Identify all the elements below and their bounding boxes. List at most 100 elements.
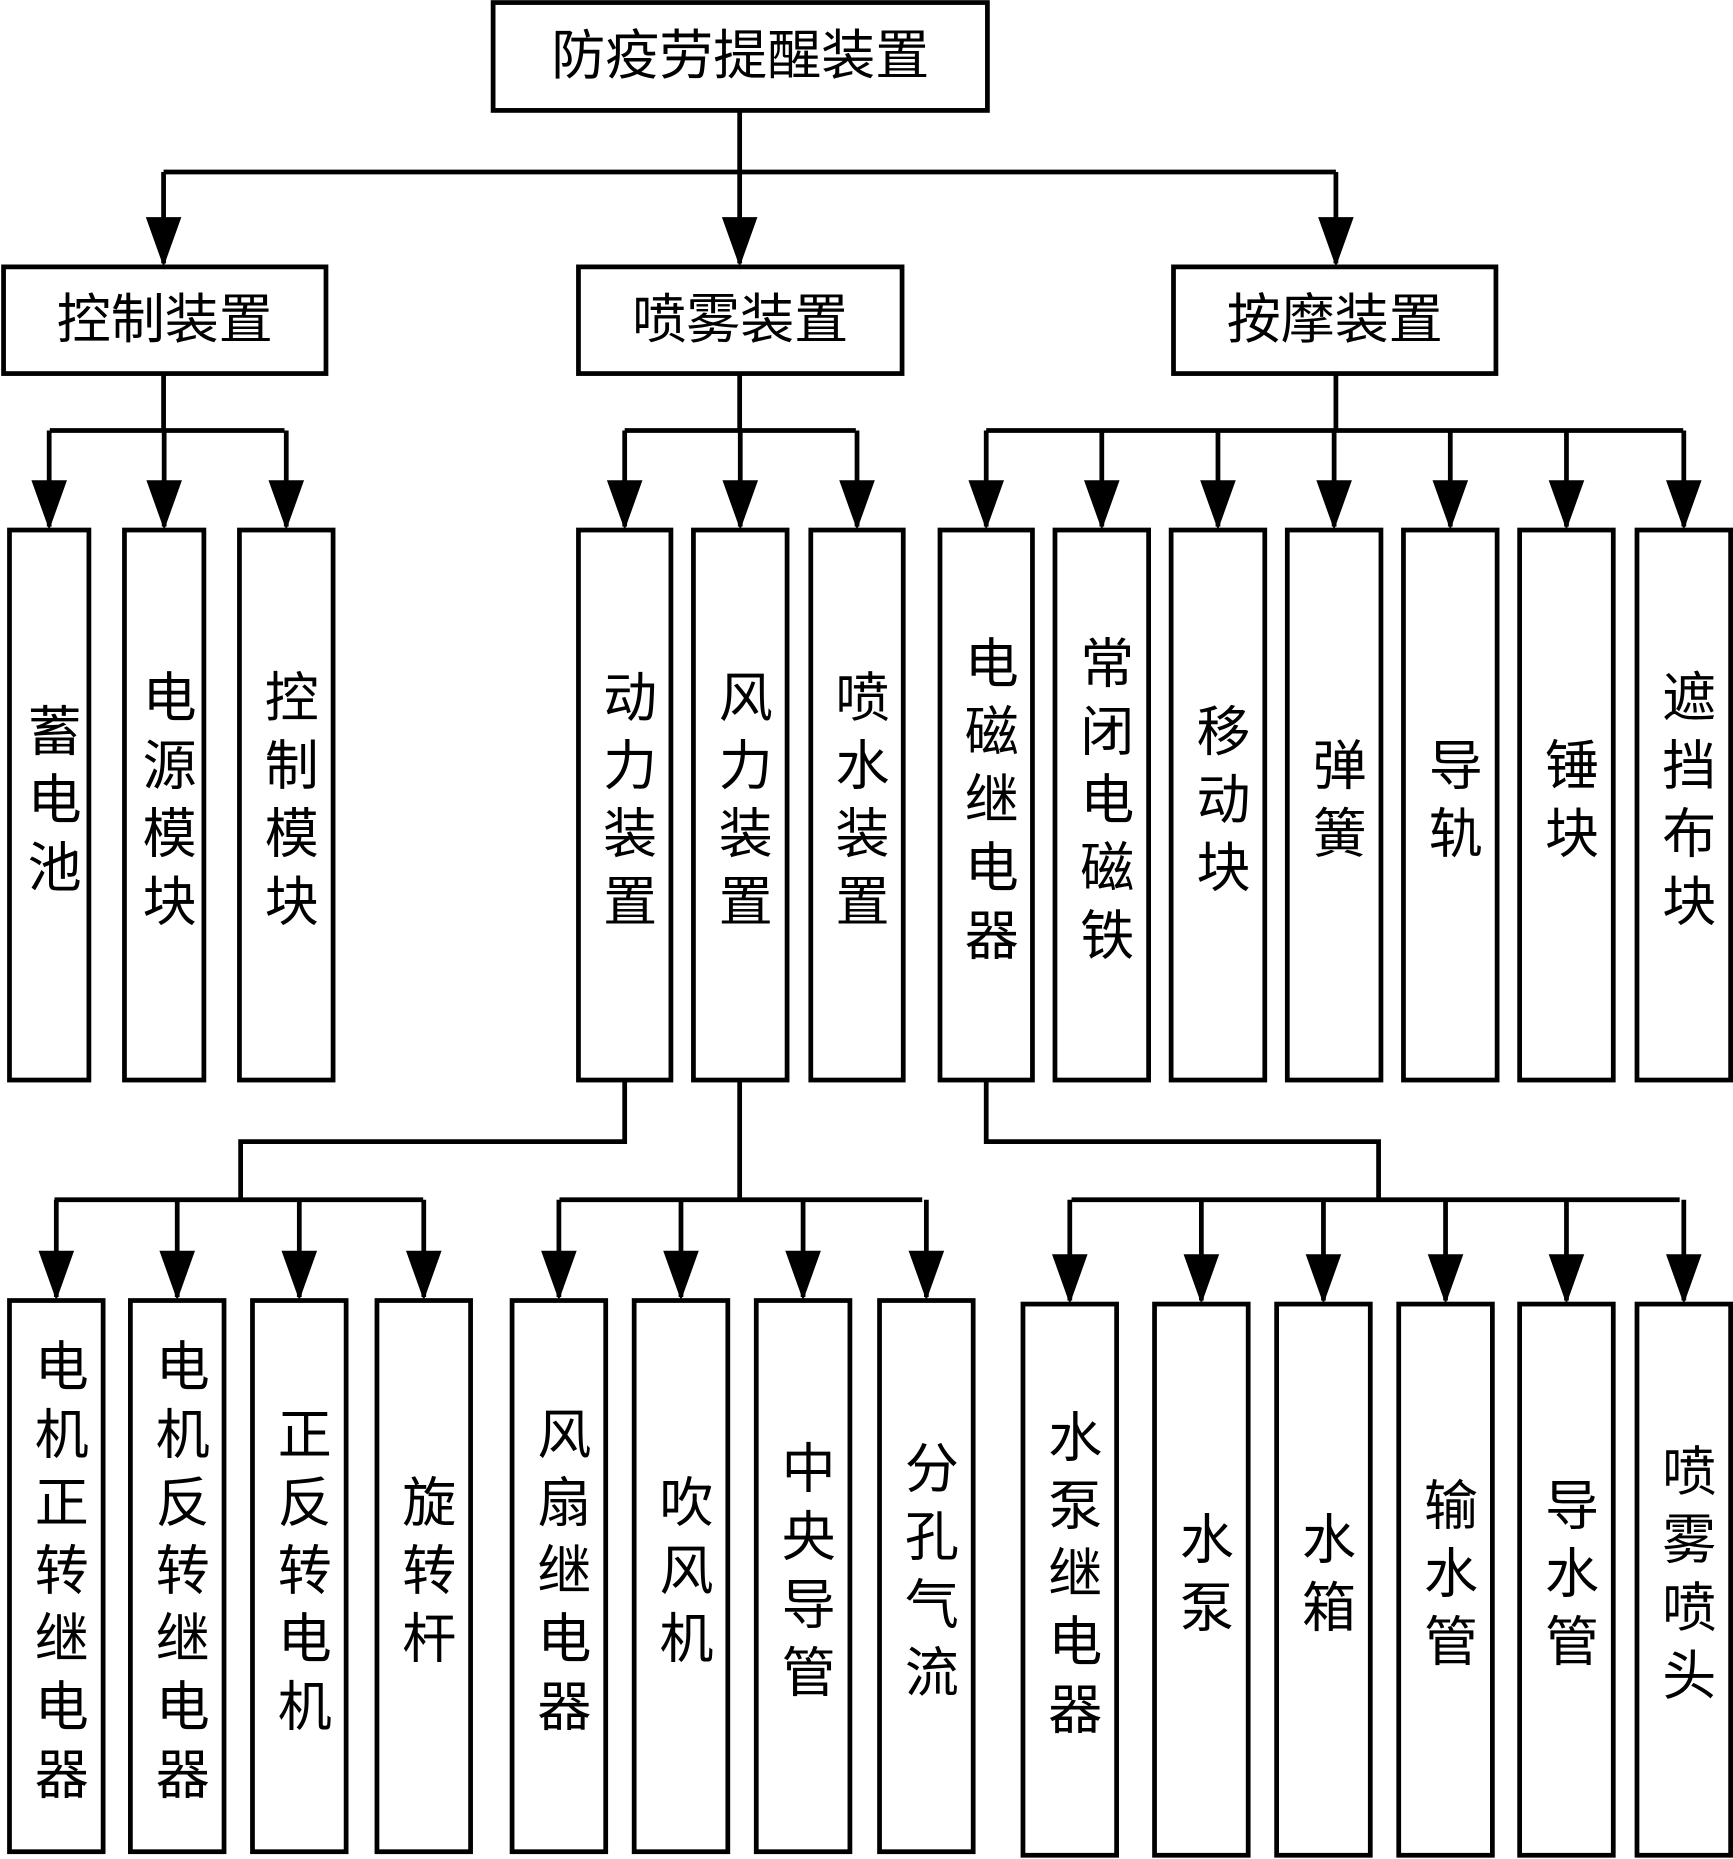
level3-node-cell: 分孔气流 bbox=[880, 1300, 974, 1851]
arrow-head-icon bbox=[606, 480, 643, 531]
arrow-head-icon bbox=[281, 1250, 318, 1301]
level3-node-label: 中央导管 bbox=[772, 1439, 836, 1712]
level1-node-cell: 按摩装置 bbox=[1174, 267, 1496, 374]
level3-node-cell: 电机反转继电器 bbox=[130, 1300, 224, 1851]
level2-node-box bbox=[7, 527, 92, 1083]
level2-node-label: 控制模块 bbox=[255, 668, 319, 941]
level2-node-cell: 弹簧 bbox=[1287, 530, 1381, 1080]
level2-node-cell: 电磁继电器 bbox=[940, 530, 1032, 1080]
level2-node-label: 蓄电池 bbox=[18, 702, 82, 907]
level2-node-label: 锤块 bbox=[1535, 736, 1599, 873]
level2-node-label: 移动块 bbox=[1186, 702, 1250, 907]
level3-node-cell: 喷雾喷头 bbox=[1637, 1304, 1731, 1855]
level2-node-box bbox=[122, 527, 207, 1083]
level3-node-cell: 吹风机 bbox=[634, 1300, 728, 1851]
level2-node-box bbox=[937, 527, 1035, 1083]
level3-node-cell: 正反转电机 bbox=[252, 1300, 346, 1851]
level3-node-cell: 水泵 bbox=[1155, 1304, 1249, 1855]
arrow-head-icon bbox=[405, 1250, 442, 1301]
level3-node-box bbox=[1517, 1301, 1616, 1858]
level3-node-cell: 风扇继电器 bbox=[512, 1300, 606, 1851]
arrow-head-icon bbox=[1666, 1254, 1702, 1305]
level2-node-label: 导轨 bbox=[1419, 736, 1483, 873]
arrow-head-icon bbox=[1666, 480, 1702, 531]
level3-node-box bbox=[877, 1298, 976, 1855]
level1-node-label: 按摩装置 bbox=[1226, 288, 1443, 352]
level2-node-cell: 控制模块 bbox=[239, 530, 333, 1080]
level3-node-box bbox=[1634, 1301, 1733, 1858]
arrow-head-icon bbox=[1305, 1254, 1342, 1305]
level2-node-label: 风力装置 bbox=[709, 668, 773, 941]
level2-node-label: 常闭电磁铁 bbox=[1070, 634, 1134, 975]
level2-node-cell: 导轨 bbox=[1403, 530, 1497, 1080]
level3-node-label: 喷雾喷头 bbox=[1652, 1443, 1716, 1716]
level1-node-label: 控制装置 bbox=[56, 288, 273, 352]
level2-node-label: 电磁继电器 bbox=[955, 634, 1019, 975]
level3-node-cell: 导水管 bbox=[1520, 1304, 1614, 1855]
level2-node-cell: 常闭电磁铁 bbox=[1055, 530, 1149, 1080]
level3-node-cell: 中央导管 bbox=[756, 1300, 850, 1851]
level3-node-box bbox=[7, 1298, 106, 1855]
connector-line bbox=[983, 1080, 1381, 1200]
arrow-head-icon bbox=[663, 1250, 699, 1301]
arrow-head-icon bbox=[1548, 1254, 1585, 1305]
level3-node-box bbox=[128, 1298, 227, 1855]
level1-node-label: 喷雾装置 bbox=[632, 288, 849, 352]
level2-node-box bbox=[691, 527, 790, 1083]
level3-node-label: 水泵继电器 bbox=[1038, 1409, 1102, 1750]
level3-node-label: 水泵 bbox=[1170, 1511, 1234, 1648]
level3-node-box bbox=[631, 1298, 731, 1855]
arrow-head-icon bbox=[38, 1250, 75, 1301]
arrow-head-icon bbox=[839, 480, 875, 531]
level2-node-box bbox=[1517, 527, 1616, 1083]
level3-node-cell: 水箱 bbox=[1277, 1304, 1371, 1855]
level2-node-cell: 电源模块 bbox=[124, 530, 203, 1080]
level2-node-label: 遮挡布块 bbox=[1652, 668, 1716, 941]
level3-node-cell: 输水管 bbox=[1399, 1304, 1493, 1855]
root-node-box bbox=[490, 0, 990, 113]
level3-node-cell: 旋转杆 bbox=[377, 1300, 471, 1851]
arrow-head-icon bbox=[785, 1250, 821, 1301]
level3-node-box bbox=[509, 1298, 609, 1855]
level2-node-cell: 锤块 bbox=[1520, 530, 1614, 1080]
level2-node-cell: 移动块 bbox=[1171, 530, 1265, 1080]
level2-node-label: 弹簧 bbox=[1303, 736, 1367, 873]
arrow-head-icon bbox=[1432, 480, 1469, 531]
level3-node-cell: 水泵继电器 bbox=[1023, 1304, 1117, 1855]
arrow-head-icon bbox=[722, 480, 759, 531]
arrow-head-icon bbox=[968, 480, 1005, 531]
arrow-head-icon bbox=[1548, 480, 1585, 531]
level3-node-box bbox=[1020, 1301, 1119, 1858]
level2-node-box bbox=[237, 527, 336, 1083]
arrow-head-icon bbox=[31, 480, 67, 531]
level3-node-cell: 电机正转继电器 bbox=[9, 1300, 103, 1851]
level2-node-cell: 动力装置 bbox=[578, 530, 670, 1080]
level3-node-box bbox=[374, 1298, 473, 1855]
arrow-head-icon bbox=[721, 217, 758, 267]
arrow-head-icon bbox=[1052, 1254, 1088, 1305]
arrow-head-icon bbox=[1318, 217, 1354, 267]
level3-node-label: 旋转杆 bbox=[392, 1473, 456, 1678]
level2-node-cell: 风力装置 bbox=[693, 530, 787, 1080]
level2-node-cell: 遮挡布块 bbox=[1637, 530, 1731, 1080]
level3-node-label: 分孔气流 bbox=[895, 1439, 959, 1712]
level3-node-label: 吹风机 bbox=[649, 1473, 713, 1678]
arrow-head-icon bbox=[1200, 480, 1236, 531]
root-node-label: 防疫劳提醒装置 bbox=[551, 24, 930, 88]
level3-node-label: 电机反转继电器 bbox=[146, 1337, 210, 1814]
level2-node-box bbox=[1401, 527, 1500, 1083]
level1-node-cell: 喷雾装置 bbox=[578, 267, 902, 374]
level3-node-label: 水箱 bbox=[1292, 1511, 1356, 1648]
level2-node-label: 电源模块 bbox=[133, 668, 197, 941]
arrow-head-icon bbox=[1183, 1254, 1220, 1305]
root-node-cell: 防疫劳提醒装置 bbox=[493, 2, 987, 110]
arrow-head-icon bbox=[1316, 480, 1352, 531]
level2-node-box bbox=[1168, 527, 1268, 1083]
arrow-head-icon bbox=[268, 480, 305, 531]
level3-node-box bbox=[753, 1298, 853, 1855]
level3-node-label: 导水管 bbox=[1535, 1477, 1599, 1682]
arrow-head-icon bbox=[159, 1250, 195, 1301]
level3-node-box bbox=[1274, 1301, 1373, 1858]
